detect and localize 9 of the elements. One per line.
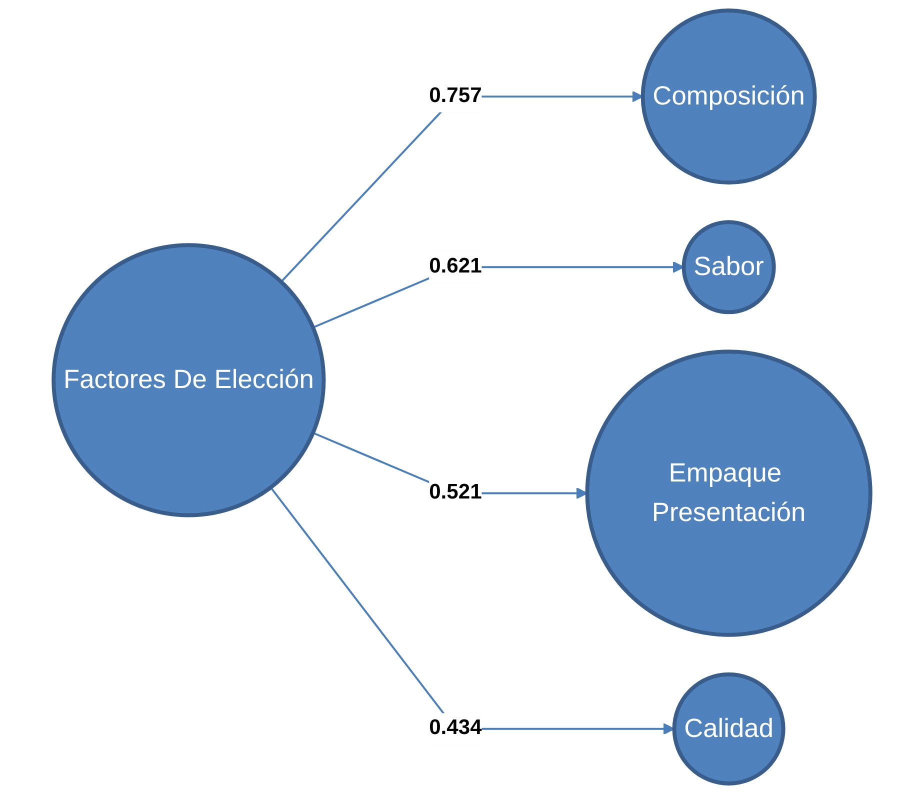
edge-label: 0.621 xyxy=(429,255,482,278)
edge-label: 0.757 xyxy=(429,84,482,108)
node-circle: Factores De Elección xyxy=(52,243,326,518)
node-circle: Composición xyxy=(640,8,817,185)
edge-label: 0.434 xyxy=(429,717,482,740)
node-circle: Sabor xyxy=(682,220,776,314)
node-circle: Calidad xyxy=(672,672,786,786)
edge-label: 0.521 xyxy=(429,481,482,504)
node-circle: Empaque Presentación xyxy=(585,350,872,637)
